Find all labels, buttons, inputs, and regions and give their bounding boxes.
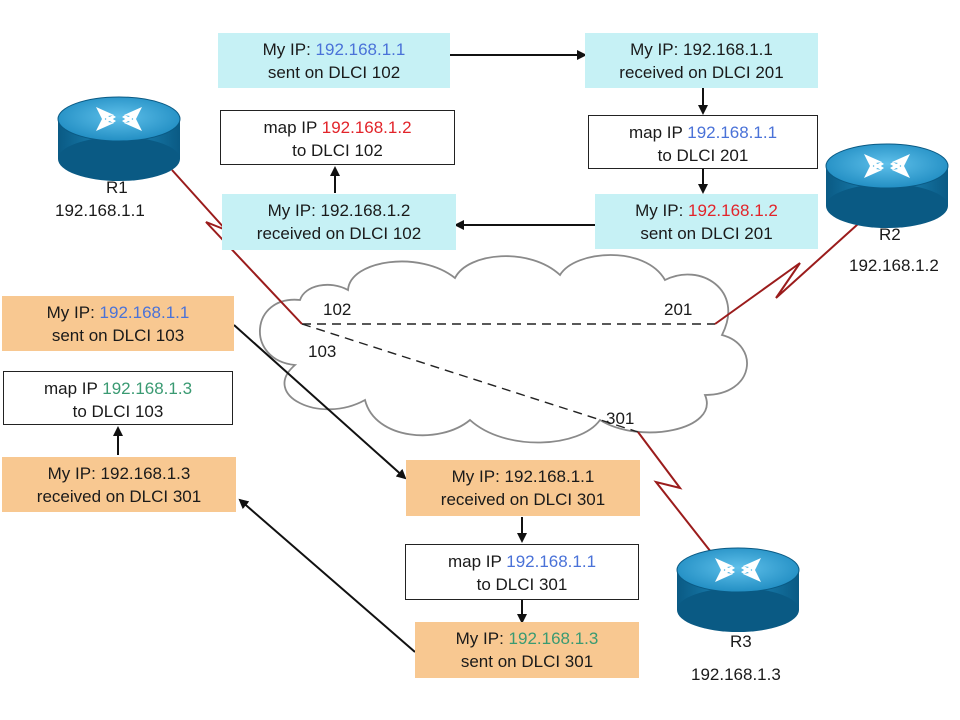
text: map IP [43,379,103,398]
text: My IP: [46,303,100,322]
text: received on DLCI 102 [256,224,422,243]
dlci-label: 103 [308,342,337,361]
text: map IP [628,123,688,142]
router-ip-r3: 192.168.1.3 [691,665,781,684]
inarp-received-r2-dlci201: My IP: 192.168.1.1 received on DLCI 201 [585,33,818,88]
text: sent on DLCI 103 [51,326,185,345]
text: My IP: 192.168.1.2 [267,201,411,220]
inarp-received-r3-dlci301: My IP: 192.168.1.1 received on DLCI 301 [406,460,640,516]
serial-link-r3 [637,431,723,567]
router-icon [57,96,181,181]
text: sent on DLCI 301 [460,652,594,671]
dlci-label: 201 [664,300,693,319]
map-entry-r1-dlci103: map IP 192.168.1.3 to DLCI 103 [3,371,233,425]
dlci-label: 102 [323,300,352,319]
text: map IP [447,552,507,571]
ip-address: 192.168.1.1 [506,552,597,571]
serial-link-r1 [171,169,303,325]
text: My IP: 192.168.1.1 [630,40,773,59]
router-ip-r1: 192.168.1.1 [55,201,145,220]
text: to DLCI 201 [657,146,749,165]
inarp-reply-r2-dlci201: My IP: 192.168.1.2 sent on DLCI 201 [595,194,818,249]
router-name-r3: R3 [730,632,752,651]
text: My IP: 192.168.1.3 [47,464,191,483]
arrow-r3-to-r1 [238,498,416,653]
router-name-r2: R2 [879,225,901,244]
ip-address: 192.168.1.1 [687,123,778,142]
text: received on DLCI 301 [440,490,606,509]
map-entry-r2-dlci201: map IP 192.168.1.1 to DLCI 201 [588,115,818,169]
text: received on DLCI 201 [619,63,784,82]
dlci-label: 301 [606,409,635,428]
router-icon [676,547,800,632]
ip-address: 192.168.1.3 [508,629,599,648]
text: My IP: [455,629,509,648]
router-ip-r2: 192.168.1.2 [849,256,939,275]
text: to DLCI 301 [476,575,568,594]
router-name-r1: R1 [106,178,128,197]
ip-address: 192.168.1.3 [102,379,193,398]
arrow-r1-to-r3 [233,324,407,480]
text: My IP: [635,201,689,220]
inarp-reply-received-r1-dlci102: My IP: 192.168.1.2 received on DLCI 102 [222,194,456,250]
ip-address: 192.168.1.1 [315,40,406,59]
map-entry-r3-dlci301: map IP 192.168.1.1 to DLCI 301 [405,544,639,600]
ip-address: 192.168.1.2 [688,201,778,220]
text: My IP: [262,40,316,59]
inarp-reply-received-r1-dlci103: My IP: 192.168.1.3 received on DLCI 301 [2,457,236,512]
inarp-request-r1-dlci102: My IP: 192.168.1.1 sent on DLCI 102 [218,33,450,88]
ip-address: 192.168.1.1 [99,303,190,322]
text: My IP: 192.168.1.1 [451,467,595,486]
text: sent on DLCI 102 [267,63,401,82]
serial-link-r2 [714,214,869,325]
ip-address: 192.168.1.2 [321,118,412,137]
inarp-reply-r3-dlci301: My IP: 192.168.1.3 sent on DLCI 301 [415,622,639,678]
text: map IP [263,118,322,137]
frame-relay-cloud [259,254,748,444]
text: sent on DLCI 201 [640,224,773,243]
map-entry-r1-dlci102: map IP 192.168.1.2 to DLCI 102 [220,110,455,165]
text: to DLCI 102 [292,141,383,160]
text: received on DLCI 301 [36,487,202,506]
inarp-request-r1-dlci103: My IP: 192.168.1.1 sent on DLCI 103 [2,296,234,351]
text: to DLCI 103 [72,402,164,421]
router-icon [825,143,949,228]
